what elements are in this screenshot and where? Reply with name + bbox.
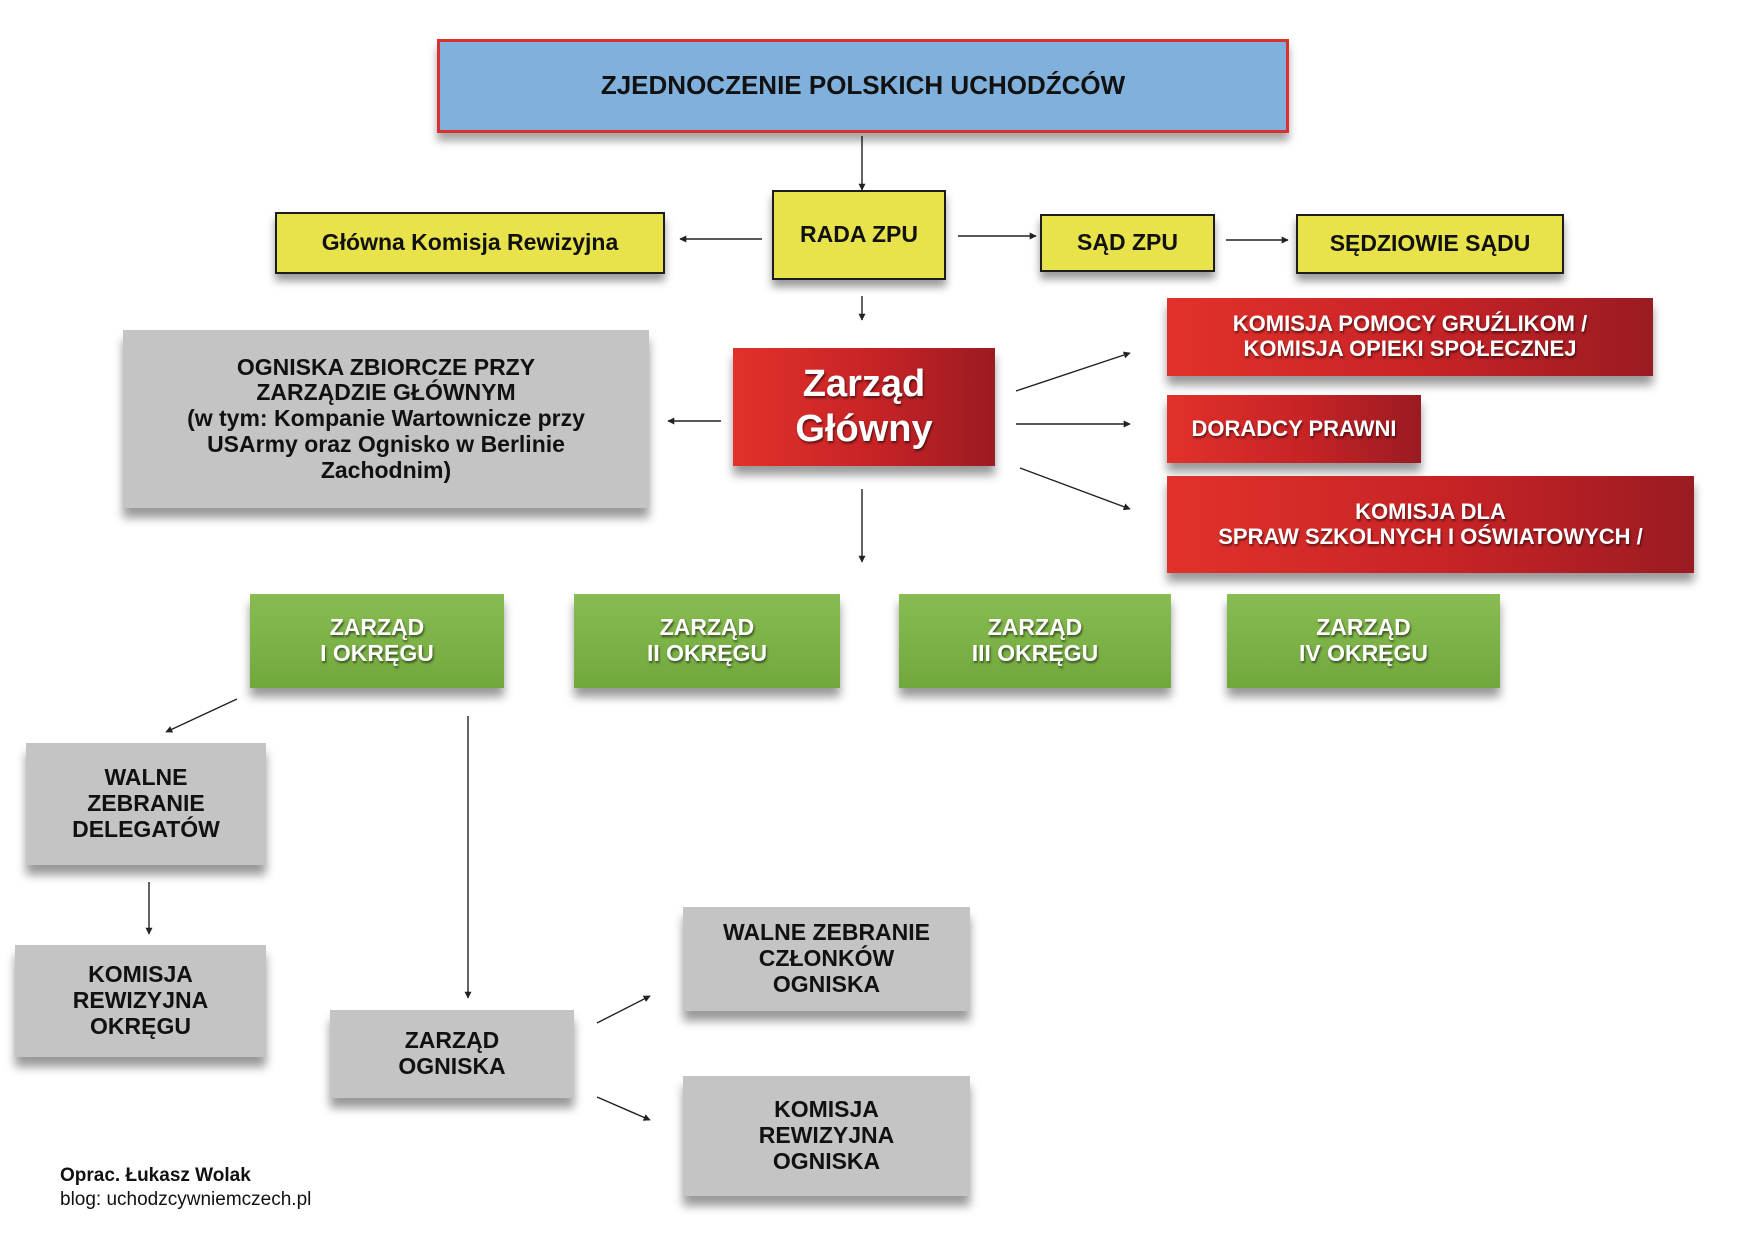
arrow-zarzad-to-komisja-szkolna [1019,467,1131,511]
credit-author: Oprac. Łukasz Wolak [60,1165,251,1186]
komisja-pomocy-box: KOMISJA POMOCY GRUŹLIKOM / KOMISJA OPIEK… [1167,298,1653,376]
glowna-komisja-rewizyjna-box: Główna Komisja Rewizyjna [275,212,665,274]
arrow-okreg1-to-walne [165,698,238,733]
zarzad-glowny-box: Zarząd Główny [733,348,995,466]
ogniska-zbiorcze-box: OGNISKA ZBIORCZE PRZY ZARZĄDZIE GŁÓWNYM … [123,330,649,508]
walne-zebranie-delegatow-box: WALNE ZEBRANIE DELEGATÓW [26,743,266,865]
zarzad-ogniska-box: ZARZĄD OGNISKA [330,1010,574,1098]
arrow-ognisko-to-walne [596,995,651,1024]
komisja-szkolna-box: KOMISJA DLA SPRAW SZKOLNYCH I OŚWIATOWYC… [1167,476,1694,573]
sad-zpu-box: SĄD ZPU [1040,214,1215,272]
sedziowie-sadu-box: SĘDZIOWIE SĄDU [1296,214,1564,274]
walne-zebranie-czlonkow-box: WALNE ZEBRANIE CZŁONKÓW OGNISKA [683,907,970,1011]
komisja-rewizyjna-okregu-box: KOMISJA REWIZYJNA OKRĘGU [15,945,266,1057]
okreg-3-box: ZARZĄD III OKRĘGU [899,594,1171,688]
arrow-zarzad-to-komisja-pomocy [1015,351,1131,392]
okreg-2-box: ZARZĄD II OKRĘGU [574,594,840,688]
okreg-1-box: ZARZĄD I OKRĘGU [250,594,504,688]
credit-blog: blog: uchodzcywniemczech.pl [60,1189,312,1210]
okreg-4-box: ZARZĄD IV OKRĘGU [1227,594,1500,688]
komisja-rewizyjna-ogniska-box: KOMISJA REWIZYJNA OGNISKA [683,1076,970,1196]
rada-zpu-box: RADA ZPU [772,190,946,280]
doradcy-prawni-box: DORADCY PRAWNI [1167,395,1421,463]
title-box: ZJEDNOCZENIE POLSKICH UCHODŹCÓW [437,39,1289,133]
arrow-ognisko-to-komisja [596,1096,651,1121]
